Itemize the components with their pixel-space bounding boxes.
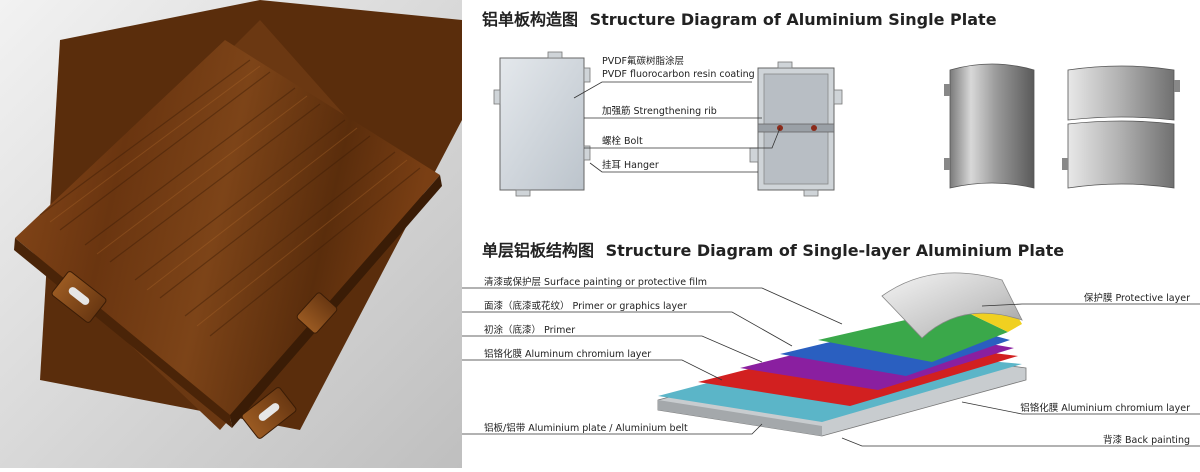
product-photo bbox=[0, 0, 462, 468]
label-rib: 加强筋 Strengthening rib bbox=[602, 106, 717, 117]
label-surface-painting: 清漆或保护层 Surface painting or protective fi… bbox=[484, 277, 707, 288]
section1-title-en: Structure Diagram of Aluminium Single Pl… bbox=[589, 10, 997, 29]
layered-plate-drawing bbox=[462, 272, 1200, 447]
single-plate-drawings bbox=[493, 51, 1180, 197]
label-hanger: 挂耳 Hanger bbox=[602, 160, 659, 171]
label-bolt: 螺栓 Bolt bbox=[602, 136, 643, 147]
label-protective-layer: 保护膜 Protective layer bbox=[1083, 293, 1190, 304]
label-primer: 初涂（底漆） Primer bbox=[484, 325, 576, 336]
section2-title: 单层铝板结构图 Structure Diagram of Single-laye… bbox=[482, 237, 1064, 261]
label-aluminium-chromium-right: 铝铬化膜 Aluminium chromium layer bbox=[1020, 403, 1190, 414]
label-coating-cn: PVDF氟碳树脂涂层 bbox=[602, 56, 685, 67]
wood-panel-illustration bbox=[0, 0, 462, 468]
label-aluminum-chromium: 铝铬化膜 Aluminum chromium layer bbox=[484, 349, 652, 360]
label-primer-graphics: 面漆（底漆或花纹） Primer or graphics layer bbox=[484, 301, 687, 312]
label-coating-en: PVDF fluorocarbon resin coating bbox=[602, 69, 755, 80]
label-back-painting: 背漆 Back painting bbox=[1102, 435, 1190, 446]
front-plate bbox=[493, 51, 591, 197]
layer-green bbox=[818, 308, 1008, 362]
label-aluminium-plate: 铝板/铝带 Aluminium plate / Aluminium belt bbox=[484, 423, 688, 434]
curved-panels bbox=[944, 63, 1180, 189]
section1-title: 铝单板构造图 Structure Diagram of Aluminium Si… bbox=[482, 6, 997, 30]
section2-title-en: Structure Diagram of Single-layer Alumin… bbox=[605, 241, 1065, 260]
diagram-area: 铝单板构造图 Structure Diagram of Aluminium Si… bbox=[462, 0, 1200, 468]
section2-title-cn: 单层铝板结构图 bbox=[482, 241, 595, 260]
back-plate bbox=[749, 61, 843, 197]
section1-title-cn: 铝单板构造图 bbox=[482, 10, 579, 29]
protective-film bbox=[881, 272, 1023, 339]
